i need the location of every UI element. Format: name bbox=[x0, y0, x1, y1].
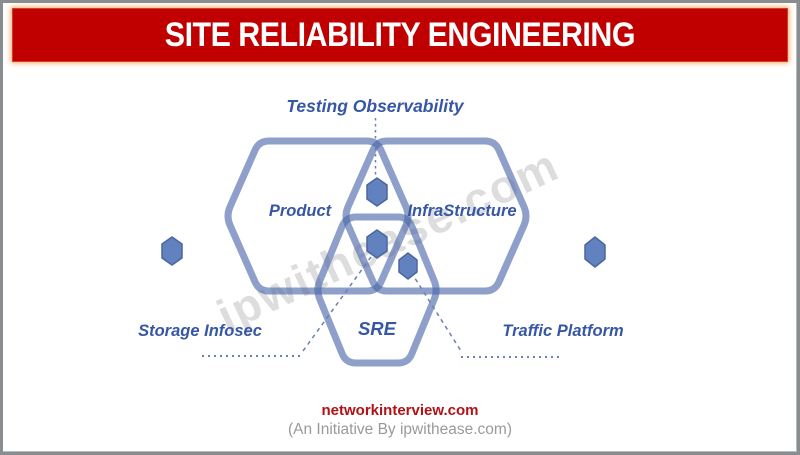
label-sre: SRE bbox=[358, 318, 397, 339]
label-infrastructure: InfraStructure bbox=[407, 202, 516, 220]
label-testing-observability: Testing Observability bbox=[286, 96, 465, 116]
hexagon-marker-right-overlap-icon bbox=[398, 252, 418, 280]
footer-tagline: (An Initiative By ipwithease.com) bbox=[288, 421, 512, 438]
storage-infosec-pointer-line bbox=[302, 256, 372, 352]
product-hexagon-outline bbox=[224, 137, 412, 295]
footer-site-name: networkinterview.com bbox=[321, 402, 479, 419]
hexagon-marker-center-icon bbox=[366, 229, 388, 259]
hexagon-marker-top-icon bbox=[366, 177, 388, 207]
label-product: Product bbox=[269, 202, 333, 220]
hexagon-marker-left-side-icon bbox=[161, 236, 183, 266]
infrastructure-hexagon-outline bbox=[342, 137, 530, 295]
label-traffic-platform: Traffic Platform bbox=[502, 322, 623, 340]
title-banner: SITE RELIABILITY ENGINEERING bbox=[12, 8, 788, 62]
label-storage-infosec: Storage Infosec bbox=[138, 322, 262, 340]
page-title: SITE RELIABILITY ENGINEERING bbox=[164, 14, 636, 55]
sre-venn-diagram: ipwithease.com Testing Observability Pro… bbox=[138, 96, 624, 367]
sre-hexagon-outline bbox=[314, 213, 440, 367]
hexagon-marker-right-side-icon bbox=[584, 236, 606, 268]
